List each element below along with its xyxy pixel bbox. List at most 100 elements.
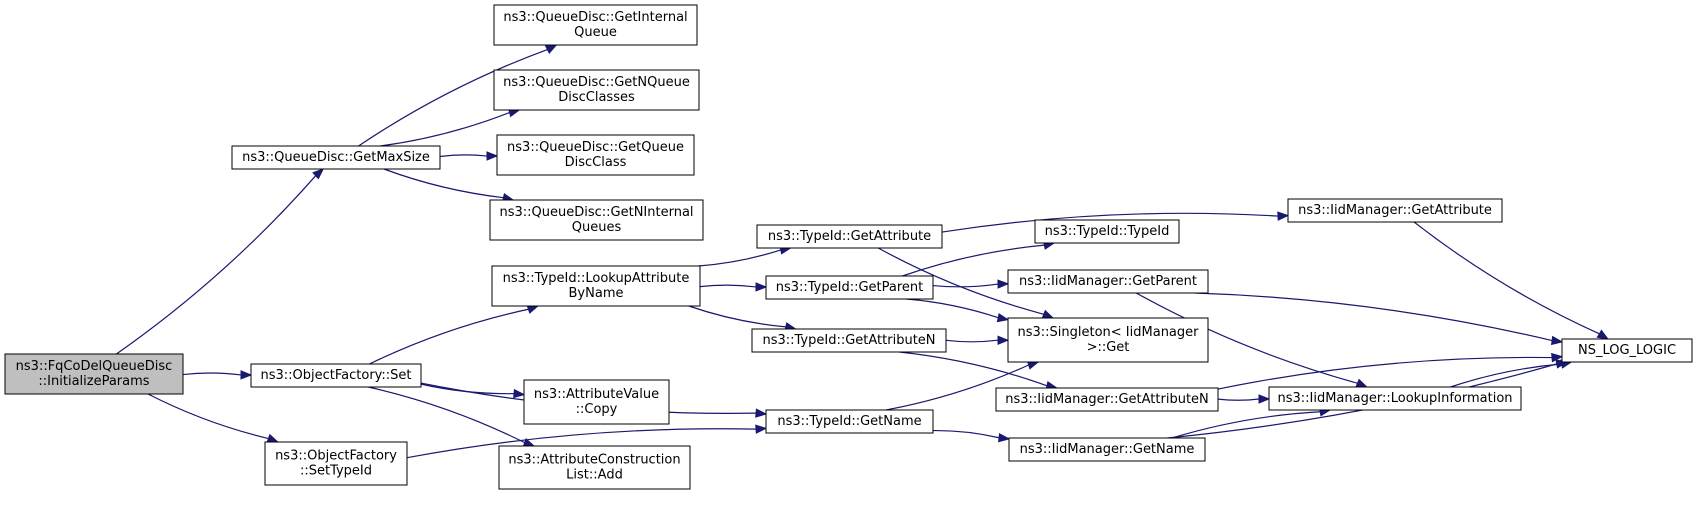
node-box [756,224,943,249]
node-box [493,69,700,111]
edge-tid_getattribute-to-iid_getattribute [941,211,1290,233]
arrowhead [755,424,768,434]
node-label: DiscClasses [558,90,635,105]
node-root[interactable]: ns3::FqCoDelQueueDisc::InitializeParams [4,353,184,395]
node-box [493,4,698,46]
edge-line [1413,221,1600,335]
node-tid_getname[interactable]: ns3::TypeId::GetName [765,409,934,434]
node-label: ns3::TypeId::GetParent [776,280,924,295]
node-box [765,409,934,434]
edge-iid_lookupinfo-to-ns_log_logic [1450,359,1573,388]
node-getmaxsize[interactable]: ns3::QueueDisc::GetMaxSize [231,145,441,170]
node-label: List::Add [566,468,623,483]
node-of_set[interactable]: ns3::ObjectFactory::Set [250,363,422,388]
node-label: ns3::ObjectFactory [275,449,397,464]
arrowhead [755,408,768,418]
edge-tid_getname-to-iid_getname [932,429,1011,443]
node-iid_getname[interactable]: ns3::IidManager::GetName [1008,437,1206,462]
node-label: ns3::IidManager::GetAttribute [1298,203,1492,218]
node-label: ns3::IidManager::GetAttributeN [1005,392,1209,407]
node-iid_getparent[interactable]: ns3::IidManager::GetParent [1007,269,1209,294]
edge-tid_getattributen-to-singleton_get [945,335,1010,345]
node-label: ns3::QueueDisc::GetNInternal [499,205,693,220]
edge-line [1217,356,1553,390]
node-box [1007,269,1209,294]
node-box [1561,338,1693,363]
node-box [1008,437,1206,462]
arrowhead [1277,211,1290,221]
arrowhead [755,282,768,292]
edge-line [1194,292,1553,342]
node-of_settypeid[interactable]: ns3::ObjectFactory::SetTypeId [264,441,408,486]
edge-iid_getname-to-iid_lookupinfo [1171,407,1332,439]
arrowhead [998,432,1011,443]
node-label: ns3::IidManager::GetParent [1019,274,1197,289]
edge-root-to-getmaxsize [116,168,325,355]
edge-line [941,212,1279,233]
arrowhead [544,44,558,54]
node-tid_getattribute[interactable]: ns3::TypeId::GetAttribute [756,224,943,249]
arrowhead [240,370,253,380]
node-box [489,199,704,241]
edge-line [932,283,999,288]
arrowhead [513,388,526,399]
node-box [250,363,422,388]
node-label: ByName [569,286,624,301]
arrowhead [312,168,325,180]
node-tid_getparent[interactable]: ns3::TypeId::GetParent [765,275,934,300]
node-box [1007,317,1209,363]
arrowhead [526,304,540,314]
node-label: ns3::QueueDisc::GetQueue [507,140,684,155]
edge-line [182,372,242,376]
node-label: ns3::FqCoDelQueueDisc [16,359,173,374]
arrowhead [1355,378,1369,388]
arrowhead [1041,309,1055,319]
node-singleton_get[interactable]: ns3::Singleton< IidManager>::Get [1007,317,1209,363]
edge-tid_getparent-to-singleton_get [906,298,1010,323]
node-ns_log_logic[interactable]: NS_LOG_LOGIC [1561,338,1693,363]
arrowhead [996,312,1010,323]
node-tid_getattributen[interactable]: ns3::TypeId::GetAttributeN [751,328,947,353]
node-label: ns3::QueueDisc::GetInternal [503,10,687,25]
edge-line [406,428,757,459]
edge-iid_getattributen-to-iid_lookupinfo [1217,394,1271,404]
edge-iid_getattributen-to-ns_log_logic [1217,352,1564,390]
node-label: ns3::QueueDisc::GetNQueue [503,75,690,90]
edge-of_set-to-tid_lookupattr [369,304,540,365]
node-box [4,353,184,395]
node-label: ns3::IidManager::GetName [1020,442,1195,457]
edge-line [902,244,1045,277]
edge-line [899,351,1048,387]
arrowhead [266,433,280,443]
node-label: ::InitializeParams [38,374,149,389]
node-box [523,379,670,425]
edge-iid_getparent-to-ns_log_logic [1194,292,1564,346]
edge-line [439,154,488,158]
call-edges [116,44,1610,459]
edge-line [1171,411,1321,439]
node-label: ns3::Singleton< IidManager [1017,325,1199,340]
edge-getmaxsize-to-getqueuediscclass [439,151,499,161]
node-box [995,387,1219,412]
node-iid_getattribute[interactable]: ns3::IidManager::GetAttribute [1287,198,1503,223]
node-label: Queues [572,220,622,235]
arrowhead [997,335,1010,345]
node-tid_typeid[interactable]: ns3::TypeId::TypeId [1034,219,1180,244]
node-av_copy[interactable]: ns3::AttributeValue::Copy [523,379,670,425]
edge-line [383,168,504,199]
node-iid_lookupinfo[interactable]: ns3::IidManager::LookupInformation [1268,386,1522,411]
node-label: ns3::TypeId::GetAttributeN [762,333,935,348]
edge-line [906,298,999,319]
node-box [765,275,934,300]
node-iid_getattributen[interactable]: ns3::IidManager::GetAttributeN [995,387,1219,412]
node-box [496,134,695,176]
arrowhead [1551,352,1564,363]
edge-root-to-of_settypeid [147,393,280,443]
